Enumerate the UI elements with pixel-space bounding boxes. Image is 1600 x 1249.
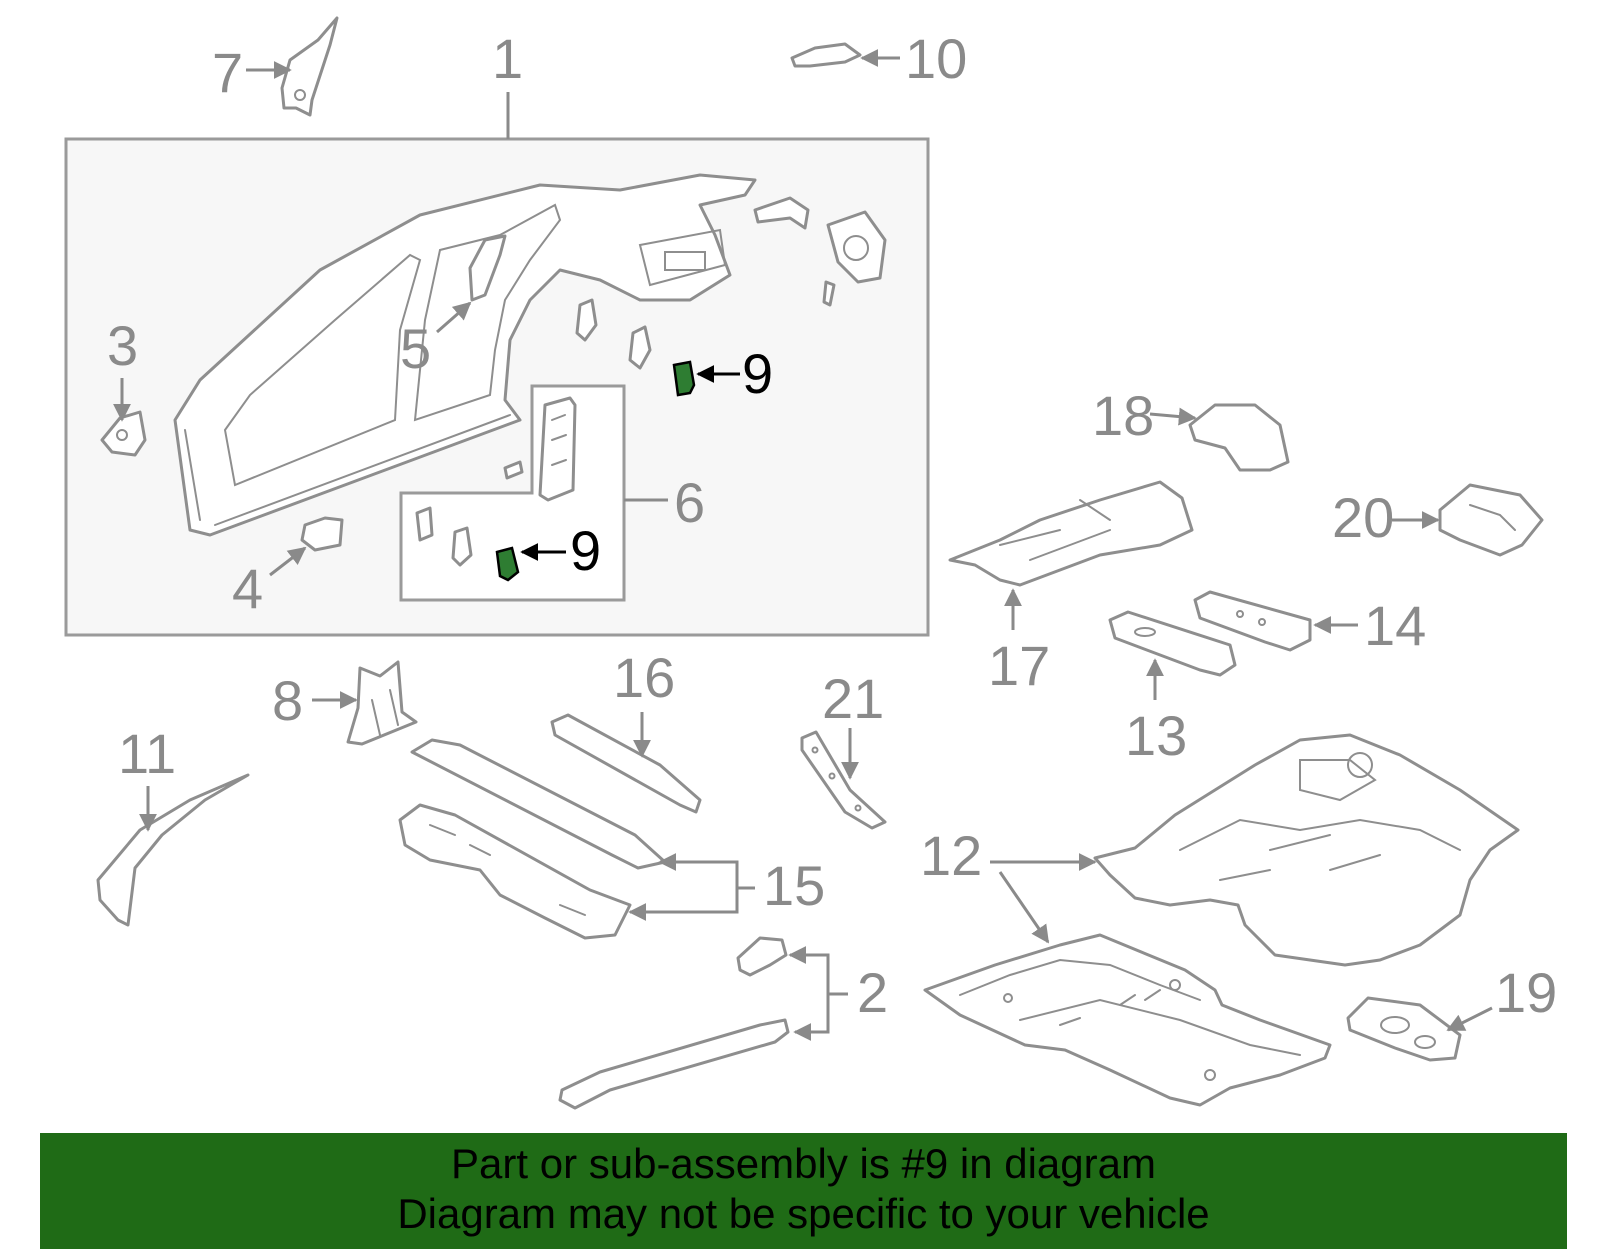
callout-21: 21 bbox=[822, 667, 884, 730]
callout-4: 4 bbox=[232, 557, 263, 620]
part-12-rear-floor bbox=[1093, 733, 1520, 967]
leader-2 bbox=[788, 946, 830, 1041]
part-14 bbox=[1193, 590, 1312, 652]
part-rear-brackets bbox=[575, 196, 887, 370]
callout-16: 16 bbox=[613, 646, 675, 709]
callout-20: 20 bbox=[1332, 486, 1394, 549]
callout-17: 17 bbox=[988, 634, 1050, 697]
callout-2: 2 bbox=[857, 961, 888, 1024]
info-banner: Part or sub-assembly is #9 in diagram Di… bbox=[40, 1133, 1567, 1249]
part-6-pillar bbox=[415, 396, 577, 567]
banner-line-1: Part or sub-assembly is #9 in diagram bbox=[451, 1140, 1156, 1187]
callout-14: 14 bbox=[1364, 594, 1426, 657]
callout-18: 18 bbox=[1092, 384, 1154, 447]
callout-9-upper: 9 bbox=[742, 342, 773, 405]
callout-12: 12 bbox=[920, 824, 982, 887]
leader-12b bbox=[998, 871, 1050, 944]
part-9-upper bbox=[672, 360, 696, 397]
leader-19 bbox=[1446, 1006, 1493, 1032]
part-20 bbox=[1438, 483, 1544, 557]
callout-11: 11 bbox=[118, 722, 176, 785]
part-19 bbox=[1346, 996, 1462, 1062]
callout-1: 1 bbox=[492, 27, 523, 90]
callout-9-lower: 9 bbox=[570, 519, 601, 582]
part-2-bracket bbox=[736, 936, 788, 977]
part-5 bbox=[468, 234, 507, 302]
banner-line-2: Diagram may not be specific to your vehi… bbox=[397, 1190, 1210, 1237]
part-10 bbox=[790, 42, 862, 68]
part-12-front-floor bbox=[923, 933, 1332, 1107]
callout-5: 5 bbox=[400, 317, 431, 380]
part-8 bbox=[346, 660, 418, 746]
leader-5 bbox=[436, 301, 472, 334]
callout-10: 10 bbox=[905, 27, 967, 90]
part-16 bbox=[550, 713, 702, 814]
part-body-side-panel bbox=[173, 173, 757, 537]
part-18 bbox=[1188, 403, 1290, 472]
part-7 bbox=[280, 16, 339, 117]
callout-19: 19 bbox=[1495, 961, 1557, 1024]
leader-15 bbox=[628, 853, 739, 921]
callout-15: 15 bbox=[763, 854, 825, 917]
part-15-lower bbox=[398, 803, 632, 940]
part-21 bbox=[800, 730, 887, 830]
part-15-upper bbox=[410, 738, 667, 870]
callout-7: 7 bbox=[212, 41, 243, 104]
part-11 bbox=[96, 773, 250, 927]
part-13 bbox=[1108, 610, 1237, 677]
callout-13: 13 bbox=[1125, 704, 1187, 767]
part-17 bbox=[948, 480, 1194, 587]
part-9-lower bbox=[495, 546, 520, 582]
leader-4 bbox=[269, 546, 307, 577]
callout-6: 6 bbox=[674, 471, 705, 534]
callout-3: 3 bbox=[107, 314, 138, 377]
leader-18 bbox=[1149, 407, 1197, 426]
part-2-rail bbox=[558, 1018, 790, 1110]
callout-8: 8 bbox=[272, 669, 303, 732]
part-4 bbox=[300, 516, 344, 552]
